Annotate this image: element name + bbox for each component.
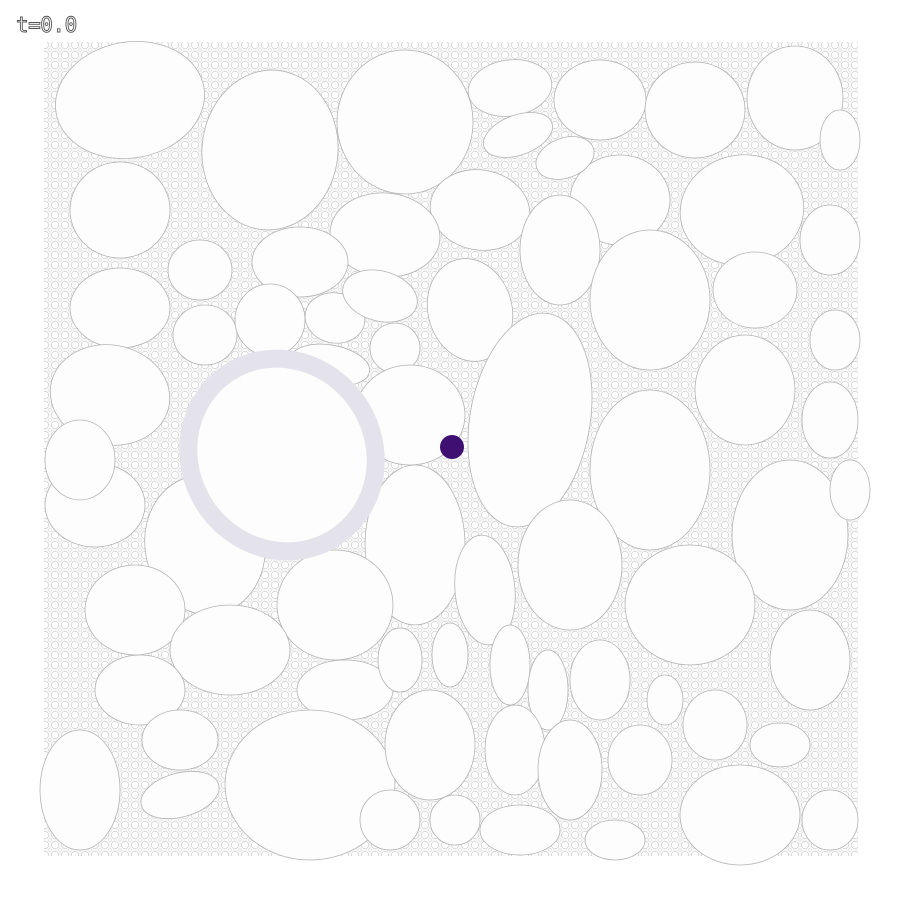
foam-cell xyxy=(429,794,481,846)
foam-cell xyxy=(799,204,861,276)
foam-cell xyxy=(201,69,339,231)
foam-cell xyxy=(426,258,514,362)
foam-cell xyxy=(483,112,553,158)
foam-cell xyxy=(489,624,531,706)
foam-cell xyxy=(224,709,396,861)
foam-cell xyxy=(342,269,418,323)
foam-cell xyxy=(276,549,394,661)
foam-cell xyxy=(644,61,746,159)
foam-cell xyxy=(589,389,711,551)
foam-cell xyxy=(829,459,871,521)
foam-cell xyxy=(537,719,603,821)
foam-cell xyxy=(646,674,684,726)
foam-cell xyxy=(682,689,748,761)
foam-cell xyxy=(84,564,186,656)
foam-cell xyxy=(431,622,469,688)
foam-cell xyxy=(589,229,711,371)
foam-cell xyxy=(39,729,121,851)
foam-cell xyxy=(377,627,423,693)
foam-cell xyxy=(69,161,171,259)
foam-cell xyxy=(809,309,861,371)
foam-cell xyxy=(679,764,801,866)
foam-cell xyxy=(484,704,546,796)
foam-cell xyxy=(624,544,756,666)
foam-cell xyxy=(479,804,561,856)
foam-cell xyxy=(584,819,646,861)
foam-cell xyxy=(801,789,859,851)
foam-cell xyxy=(535,136,595,180)
foam-cell xyxy=(172,304,238,366)
foam-cell xyxy=(169,604,291,696)
foam-cell xyxy=(819,109,861,171)
foam-cell xyxy=(454,534,516,646)
foam-cell xyxy=(140,770,220,820)
foam-cell xyxy=(749,722,811,768)
foam-cell xyxy=(527,649,569,731)
foam-cell xyxy=(519,194,601,306)
foam-cell xyxy=(607,724,673,796)
foam-cell xyxy=(467,312,593,528)
foam-cell xyxy=(731,459,849,611)
foam-cell xyxy=(234,283,306,357)
foam-cell xyxy=(336,49,474,195)
foam-cell xyxy=(801,381,859,459)
foam-cell xyxy=(94,654,186,726)
foam-cell xyxy=(384,689,476,801)
foam-cell xyxy=(55,41,205,159)
cells-layer xyxy=(39,41,871,866)
foam-cell xyxy=(141,709,219,771)
foam-cell xyxy=(517,499,623,631)
foam-cell xyxy=(769,609,851,711)
foam-cell xyxy=(44,419,116,501)
foam-cell xyxy=(553,59,647,141)
foam-cell xyxy=(746,45,844,151)
foam-cell xyxy=(251,226,349,298)
foam-cell xyxy=(167,239,233,301)
highlight-ring xyxy=(179,349,385,561)
foam-cell xyxy=(359,789,421,851)
time-label: t=0.0 xyxy=(16,13,78,38)
tracer-marker xyxy=(440,435,464,459)
foam-cell xyxy=(694,334,796,446)
foam-cell xyxy=(712,251,798,329)
foam-cell xyxy=(569,639,631,721)
foam-cell xyxy=(69,267,171,349)
